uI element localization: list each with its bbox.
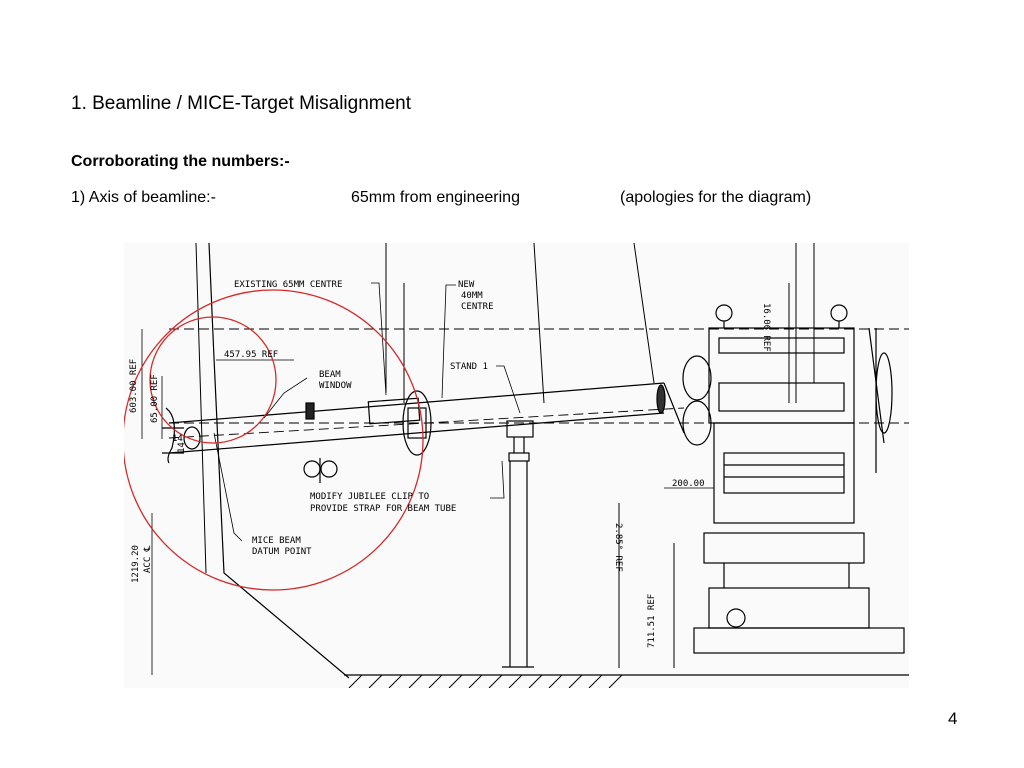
label-14-a: 14 — [172, 434, 183, 444]
slide-title: 1. Beamline / MICE-Target Misalignment — [71, 93, 412, 114]
label-datum-1: MICE BEAM — [252, 536, 301, 546]
label-acc: ACC ℄ — [143, 545, 153, 573]
label-beam-window-2: WINDOW — [319, 381, 352, 391]
label-new-centre-3: CENTRE — [461, 302, 494, 312]
label-dim-200: 200.00 — [672, 479, 705, 489]
axis-label: 1) Axis of beamline:- — [71, 189, 216, 206]
label-stand-1: STAND 1 — [450, 362, 488, 372]
axis-value: 65mm from engineering — [351, 189, 520, 206]
leader-lines — [213, 282, 521, 542]
label-new-centre-1: NEW — [458, 280, 475, 290]
ground-hatch — [348, 674, 623, 688]
label-ref-285: 2.85° REF — [613, 523, 623, 572]
label-datum-2: DATUM POINT — [252, 547, 312, 557]
label-14-b: 14 — [177, 442, 187, 453]
label-ref-457: 457.95 REF — [224, 350, 278, 360]
label-ref-1219: 1219.20 — [131, 545, 141, 583]
label-ref-65: 65.00 REF — [150, 374, 160, 423]
reference-lines — [385, 243, 815, 668]
axis-note: (apologies for the diagram) — [620, 189, 812, 206]
jubilee-clip — [303, 458, 338, 483]
target-assembly — [682, 304, 905, 654]
label-ref-603: 603.00 REF — [129, 359, 139, 413]
red-circle-small — [149, 316, 277, 444]
slide-subtitle: Corroborating the numbers:- — [71, 153, 290, 170]
left-support — [208, 243, 350, 679]
label-modify-1: MODIFY JUBILEE CLIP TO — [310, 492, 429, 502]
label-new-centre-2: 40MM — [461, 291, 483, 301]
label-ref-1606: 16.06 REF — [761, 303, 771, 352]
label-modify-2: PROVIDE STRAP FOR BEAM TUBE — [310, 504, 456, 514]
page-number: 4 — [948, 709, 958, 728]
label-existing-centre: EXISTING 65MM CENTRE — [234, 280, 342, 290]
beam-tube — [168, 382, 685, 456]
engineering-drawing: EXISTING 65MM CENTRE NEW 40MM CENTRE STA… — [124, 243, 909, 688]
dimension-lines — [141, 329, 714, 675]
stand-1 — [502, 420, 534, 668]
red-circle-large — [124, 289, 424, 591]
label-beam-window-1: BEAM — [319, 370, 341, 380]
label-ref-711: 711.51 REF — [647, 594, 657, 648]
